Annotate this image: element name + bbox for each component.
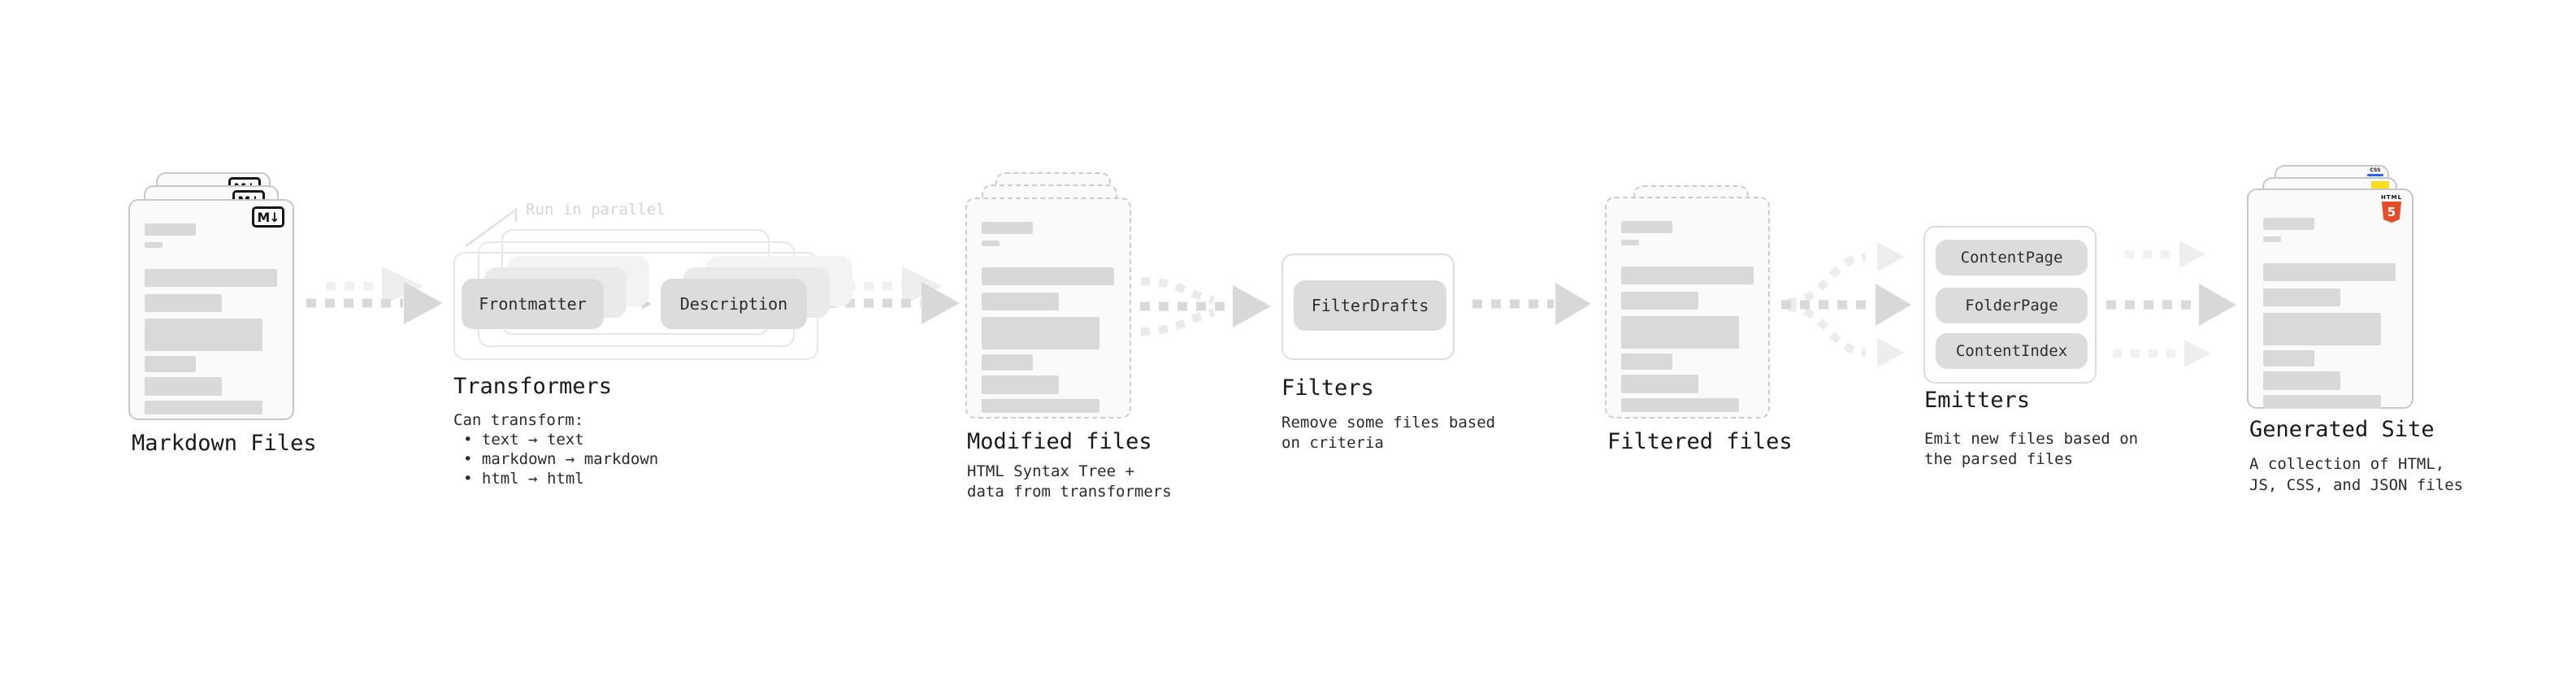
doc-placeholder-text	[145, 223, 278, 414]
placeholder-line	[982, 317, 1099, 349]
placeholder-line	[145, 223, 196, 236]
placeholder-line	[2263, 218, 2314, 230]
css-icon: CSS	[2367, 167, 2383, 176]
transformers-description: Can transform: • text → text • markdown …	[453, 410, 658, 488]
transformers-label: Transformers	[453, 374, 613, 399]
transformers-bullet: • markdown → markdown	[463, 450, 659, 468]
generated-site-desc-line: A collection of HTML,	[2249, 455, 2445, 473]
placeholder-line	[1621, 221, 1672, 233]
modified-file-card-front	[965, 197, 1131, 419]
doc-placeholder-text	[1621, 221, 1754, 412]
filters-label: Filters	[1281, 375, 1374, 401]
contentpage-pill: ContentPage	[1936, 240, 2088, 275]
filterdrafts-pill: FilterDrafts	[1294, 280, 1446, 331]
modified-files-stack	[965, 172, 1131, 420]
placeholder-line	[1621, 240, 1639, 245]
html5-icon: HTML 5	[2380, 194, 2403, 223]
generated-site-desc-line: JS, CSS, and JSON files	[2249, 476, 2464, 494]
emitters-desc-line: Emit new files based on	[1924, 430, 2139, 448]
arrow-markdown-to-transformers	[306, 267, 443, 324]
placeholder-line	[1621, 354, 1672, 370]
filtered-files-stack	[1605, 185, 1770, 421]
filtered-file-card-front	[1605, 197, 1770, 419]
transformers-bullet: • html → html	[463, 470, 584, 488]
markdown-files-stack: M↓ M↓ M↓	[128, 172, 294, 420]
html5-icon-label: HTML	[2380, 194, 2403, 201]
contentindex-pill: ContentIndex	[1936, 333, 2088, 369]
placeholder-line	[982, 354, 1033, 371]
placeholder-line	[982, 375, 1059, 394]
placeholder-line	[2263, 371, 2340, 390]
placeholder-line	[1621, 398, 1739, 412]
placeholder-line	[145, 356, 196, 372]
description-pill: Description	[661, 279, 807, 329]
emitters-panel: ContentPage FolderPage ContentIndex	[1923, 226, 2097, 384]
arrow-modified-to-filters	[1140, 277, 1271, 336]
html5-icon-shield: 5	[2382, 202, 2401, 223]
placeholder-line	[982, 241, 1000, 246]
modified-files-desc-line: data from transformers	[967, 483, 1172, 501]
arrow-emitters-to-generated	[2106, 241, 2236, 367]
placeholder-line	[982, 222, 1033, 234]
generated-file-card-html: HTML 5	[2247, 189, 2413, 409]
placeholder-line	[145, 319, 262, 351]
filters-panel: FilterDrafts	[1281, 254, 1455, 360]
emitters-label: Emitters	[1924, 388, 2031, 413]
emitters-desc-line: the parsed files	[1924, 450, 2074, 468]
placeholder-line	[982, 293, 1059, 310]
generated-site-description: A collection of HTML, JS, CSS, and JSON …	[2249, 453, 2463, 496]
placeholder-line	[1621, 375, 1698, 393]
placeholder-line	[2263, 395, 2381, 409]
placeholder-line	[1621, 267, 1754, 284]
placeholder-line	[1621, 292, 1698, 310]
modified-files-label: Modified files	[967, 429, 1152, 454]
placeholder-line	[982, 399, 1099, 413]
placeholder-line	[145, 269, 277, 287]
placeholder-line	[145, 377, 222, 396]
css-icon-bar	[2367, 174, 2383, 176]
generated-site-stack: CSS HTML 5	[2247, 165, 2413, 413]
arrow-filters-to-filtered	[1472, 283, 1591, 325]
filtered-files-label: Filtered files	[1607, 429, 1793, 454]
doc-placeholder-text	[2263, 218, 2397, 409]
markdown-files-label: Markdown Files	[132, 431, 317, 456]
markdown-icon: M↓	[252, 206, 284, 228]
css-icon-label: CSS	[2370, 167, 2381, 173]
placeholder-line	[982, 267, 1114, 285]
doc-placeholder-text	[982, 222, 1115, 413]
placeholder-line	[145, 294, 222, 312]
placeholder-line	[2263, 288, 2340, 306]
frontmatter-pill: Frontmatter	[462, 279, 604, 329]
run-in-parallel-annotation: Run in parallel	[526, 201, 666, 219]
filters-description: Remove some files based on criteria	[1281, 413, 1495, 453]
generated-site-label: Generated Site	[2249, 417, 2435, 442]
placeholder-line	[2263, 236, 2281, 242]
arrow-filtered-to-emitters	[1781, 242, 1911, 367]
folderpage-pill: FolderPage	[1936, 288, 2088, 323]
markdown-file-card-front: M↓	[128, 199, 294, 420]
modified-files-desc-line: HTML Syntax Tree +	[967, 462, 1134, 480]
placeholder-line	[1621, 316, 1739, 349]
emitters-description: Emit new files based on the parsed files	[1924, 429, 2138, 470]
placeholder-line	[2263, 313, 2381, 345]
filters-desc-line: on criteria	[1281, 434, 1384, 452]
placeholder-line	[145, 242, 163, 248]
transformers-desc-intro: Can transform:	[453, 411, 584, 429]
placeholder-line	[2263, 263, 2396, 281]
modified-files-description: HTML Syntax Tree + data from transformer…	[967, 462, 1172, 502]
transformers-bullet: • text → text	[463, 431, 584, 449]
filters-desc-line: Remove some files based	[1281, 414, 1496, 432]
placeholder-line	[145, 401, 262, 414]
placeholder-line	[2263, 350, 2314, 367]
